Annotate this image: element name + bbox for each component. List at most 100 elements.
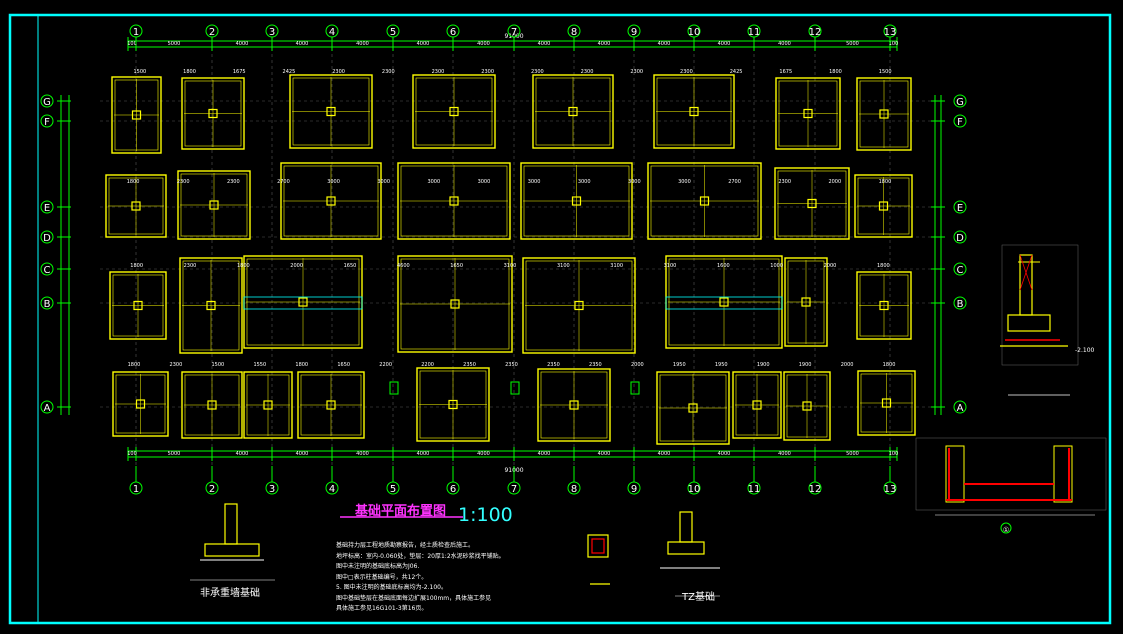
axis-label: E bbox=[957, 203, 963, 214]
note-line: 图中□表示柱基础编号，共12个。 bbox=[336, 573, 428, 581]
dimension-text: 4000 bbox=[658, 41, 671, 47]
note-line: 基础持力层工程地质勘察报告，经土质检查后施工。 bbox=[336, 542, 475, 549]
footing-dimension: 1000 bbox=[770, 263, 783, 269]
footing-dimension: 1800 bbox=[127, 179, 140, 185]
footing-outline bbox=[397, 255, 513, 353]
axis-label: 9 bbox=[631, 484, 637, 495]
wall-footing-stem bbox=[224, 503, 238, 545]
channel-frame bbox=[915, 437, 1107, 511]
footing-outline bbox=[109, 271, 167, 340]
axis-label: G bbox=[43, 97, 51, 108]
axis-bubble bbox=[40, 400, 54, 414]
dimension-text: 4000 bbox=[417, 451, 430, 457]
section-bubble bbox=[1000, 522, 1012, 534]
dimension-text: 4000 bbox=[356, 41, 369, 47]
footing-dimension: 2000 bbox=[824, 263, 837, 269]
drawing-scale: 1:100 bbox=[458, 504, 513, 526]
footing-outline bbox=[520, 162, 633, 240]
footing-outline bbox=[416, 367, 490, 442]
footing-dimension: 2350 bbox=[505, 362, 518, 368]
dimension-text: 4000 bbox=[538, 451, 551, 457]
footing-dimension: 1800 bbox=[130, 263, 143, 269]
footing-dimension: 3000 bbox=[528, 179, 541, 185]
footing-dimension: 2300 bbox=[481, 69, 494, 75]
footing-outline bbox=[856, 271, 912, 340]
axis-label: 11 bbox=[748, 27, 761, 38]
footing-dimension: 2700 bbox=[277, 179, 290, 185]
dimension-text: 4000 bbox=[778, 41, 791, 47]
axis-label: 3 bbox=[269, 484, 275, 495]
footing-dimension: 1800 bbox=[237, 263, 250, 269]
axis-label: A bbox=[957, 403, 964, 414]
footing-outline bbox=[537, 368, 611, 442]
inner-frame bbox=[37, 14, 1111, 624]
footing-outline bbox=[647, 162, 762, 240]
axis-label: 8 bbox=[571, 27, 577, 38]
footing-dimension: 3000 bbox=[628, 179, 641, 185]
section-bubble-label: ① bbox=[1003, 526, 1009, 534]
dimension-text: 4000 bbox=[296, 451, 309, 457]
footing-dimension: 1500 bbox=[133, 69, 146, 75]
axis-label: 6 bbox=[450, 27, 456, 38]
footing-dimension: 1800 bbox=[883, 362, 896, 368]
footing-dimension: 1600 bbox=[717, 263, 730, 269]
axis-bubble bbox=[953, 114, 967, 128]
tz-column-section bbox=[587, 534, 609, 558]
footing-dimension: 2425 bbox=[283, 69, 296, 75]
footing-outline bbox=[181, 77, 245, 150]
footing-dimension: 2300 bbox=[170, 362, 183, 368]
dimension-text: 5000 bbox=[168, 451, 181, 457]
footing-dimension: 2350 bbox=[463, 362, 476, 368]
footing-dimension: 3100 bbox=[504, 263, 517, 269]
dimension-text: 100 bbox=[889, 41, 899, 47]
axis-label: 13 bbox=[884, 484, 897, 495]
footing-dimension: 2200 bbox=[379, 362, 392, 368]
dimension-text: 5000 bbox=[846, 41, 859, 47]
note-line: 地坪标高：室内-0.060处，垫层：20厚1:2水泥砂浆找平铺贴。 bbox=[336, 552, 505, 560]
footing-dimension: 2350 bbox=[589, 362, 602, 368]
footing-outline bbox=[775, 77, 841, 150]
footing-outline bbox=[397, 162, 511, 240]
footing-dimension: 2000 bbox=[290, 263, 303, 269]
axis-label: 9 bbox=[631, 27, 637, 38]
footing-dimension: 1500 bbox=[879, 69, 892, 75]
footing-outline bbox=[856, 77, 912, 151]
footing-dimension: 3000 bbox=[678, 179, 691, 185]
dimension-text: 4000 bbox=[718, 41, 731, 47]
dimension-text: 4000 bbox=[718, 451, 731, 457]
section-frame bbox=[1001, 244, 1079, 366]
dimension-text: 100 bbox=[127, 451, 137, 457]
tz-footing-base bbox=[667, 541, 705, 555]
dimension-text: 4000 bbox=[538, 41, 551, 47]
footing-dimension: 2300 bbox=[531, 69, 544, 75]
channel-right-wall bbox=[1053, 445, 1073, 503]
footing-dimension: 2300 bbox=[581, 69, 594, 75]
footing-dimension: 1800 bbox=[295, 362, 308, 368]
axis-label: 1 bbox=[133, 484, 139, 495]
footing-dimension: 1650 bbox=[450, 263, 463, 269]
footing-dimension: 1900 bbox=[799, 362, 812, 368]
footing-dimension: 1950 bbox=[715, 362, 728, 368]
wall-footing-label: 非承重墙基础 bbox=[200, 588, 260, 599]
outer-frame bbox=[8, 13, 1112, 625]
footing-outline bbox=[522, 257, 636, 354]
footing-dimension: 1800 bbox=[829, 69, 842, 75]
axis-label: 10 bbox=[688, 484, 701, 495]
axis-label: 7 bbox=[511, 484, 517, 495]
section-footing bbox=[1007, 314, 1051, 332]
footing-dimension: 2300 bbox=[680, 69, 693, 75]
dimension-text: 4000 bbox=[236, 41, 249, 47]
tz-footing-label: TZ基础 bbox=[682, 592, 715, 603]
footing-dimension: 3000 bbox=[427, 179, 440, 185]
dimension-text: 4000 bbox=[477, 451, 490, 457]
footing-dimension: 2425 bbox=[730, 69, 743, 75]
small-column bbox=[389, 381, 399, 395]
footing-outline bbox=[105, 174, 167, 238]
dimension-text: 4000 bbox=[296, 41, 309, 47]
footing-dimension: 1650 bbox=[344, 263, 357, 269]
dimension-text: 4000 bbox=[477, 41, 490, 47]
footing-outline bbox=[774, 167, 850, 240]
footing-outline bbox=[412, 74, 496, 149]
axis-label: F bbox=[957, 117, 963, 128]
footing-outline bbox=[111, 76, 162, 154]
